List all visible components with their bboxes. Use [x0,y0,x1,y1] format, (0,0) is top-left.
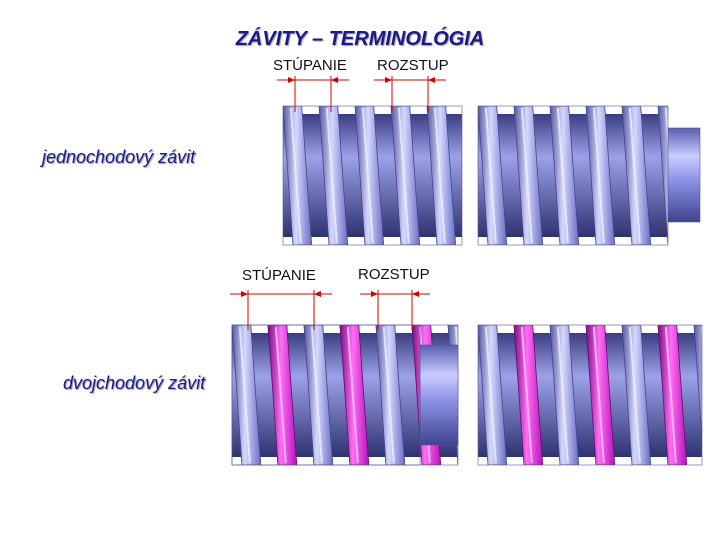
single-thread-left-highlight [289,107,302,244]
double-thread-right [478,325,702,465]
double-thread-left-b-highlight [346,326,359,464]
double-thread-right-crest [621,325,652,465]
double-thread-right-outline [477,324,703,466]
single-thread-left-highlight [397,107,410,244]
single-thread-right-highlight [484,107,497,244]
double-thread-right-crest [585,325,616,465]
double-thread-left-crest [196,325,225,465]
double-thread-left-b-outline [231,324,421,466]
double-lead-label: STÚPANIE [242,267,316,284]
double-thread-left-b-crest [196,325,225,465]
single-thread-left-outline [282,105,463,246]
double-thread-left-b-highlight [238,326,251,464]
single-thread-left-crest [318,106,349,245]
double-thread-label: dvojchodový závit [63,373,206,393]
double-thread-right-highlight [700,326,702,343]
single-thread-right-crest [585,106,616,245]
single-thread-right-crest [657,106,668,245]
single-thread-left-crest [390,106,421,245]
double-thread-left-b [196,325,420,465]
single-thread-left [247,106,462,245]
single-thread-right-highlight [556,107,569,244]
single-thread-label: jednochodový závit [42,147,196,167]
single-thread-right-highlight [702,108,712,243]
double-thread-right-highlight [484,326,497,464]
single-lead-label: STÚPANIE [273,57,347,74]
double-thread-left-highlight [204,327,214,463]
double-thread-right-highlight [628,326,641,464]
double-thread-left-b-crest [339,325,370,465]
single-thread-right-highlight [664,107,668,151]
double-thread-left-b-crest [411,325,420,443]
single-thread-left-crest [354,106,385,245]
single-thread-right [478,106,712,245]
double-shaft-mid [419,344,459,446]
double-thread-left-b-crest [303,325,334,465]
double-thread-right-highlight [592,326,605,464]
single-thread-right-crest [549,106,580,245]
single-thread-left-highlight [361,107,374,244]
double-thread-left-b-highlight [204,327,214,463]
single-thread-right-crest [478,106,508,245]
single-thread-left-crest [247,106,276,245]
double-thread-left-b-crest [267,325,298,465]
single-thread-right-crest [621,106,652,245]
single-thread-right-highlight [628,107,641,244]
double-thread-left-b-highlight [274,326,287,464]
double-thread-right-crest [513,325,544,465]
double-thread-left-b-highlight [310,326,323,464]
double-thread-left-b-crest [375,325,406,465]
single-thread-right-highlight [592,107,605,244]
single-thread-right-highlight [520,107,533,244]
single-thread-left-highlight [255,108,265,243]
double-thread-right-crest [657,325,688,465]
double-pitch-label: ROZSTUP [358,266,430,283]
double-thread-left-b-crest [232,325,262,465]
single-thread-right-outline [477,105,669,246]
double-thread-right-crest [478,325,508,465]
single-thread-left-highlight [325,107,338,244]
double-thread-right-highlight [556,326,569,464]
page-title: ZÁVITY – TERMINOLÓGIA [235,28,485,50]
double-thread-right-crest [693,325,702,443]
single-thread-left-crest [283,106,313,245]
single-thread-left-crest [426,106,457,245]
double-thread-right-highlight [520,326,533,464]
double-thread-right-highlight [664,326,677,464]
single-thread-left-highlight [433,107,446,244]
single-thread-right-crest [513,106,544,245]
double-thread-right-crest [549,325,580,465]
single-pitch-label: ROZSTUP [377,57,449,74]
double-thread-left-b-highlight [382,326,395,464]
